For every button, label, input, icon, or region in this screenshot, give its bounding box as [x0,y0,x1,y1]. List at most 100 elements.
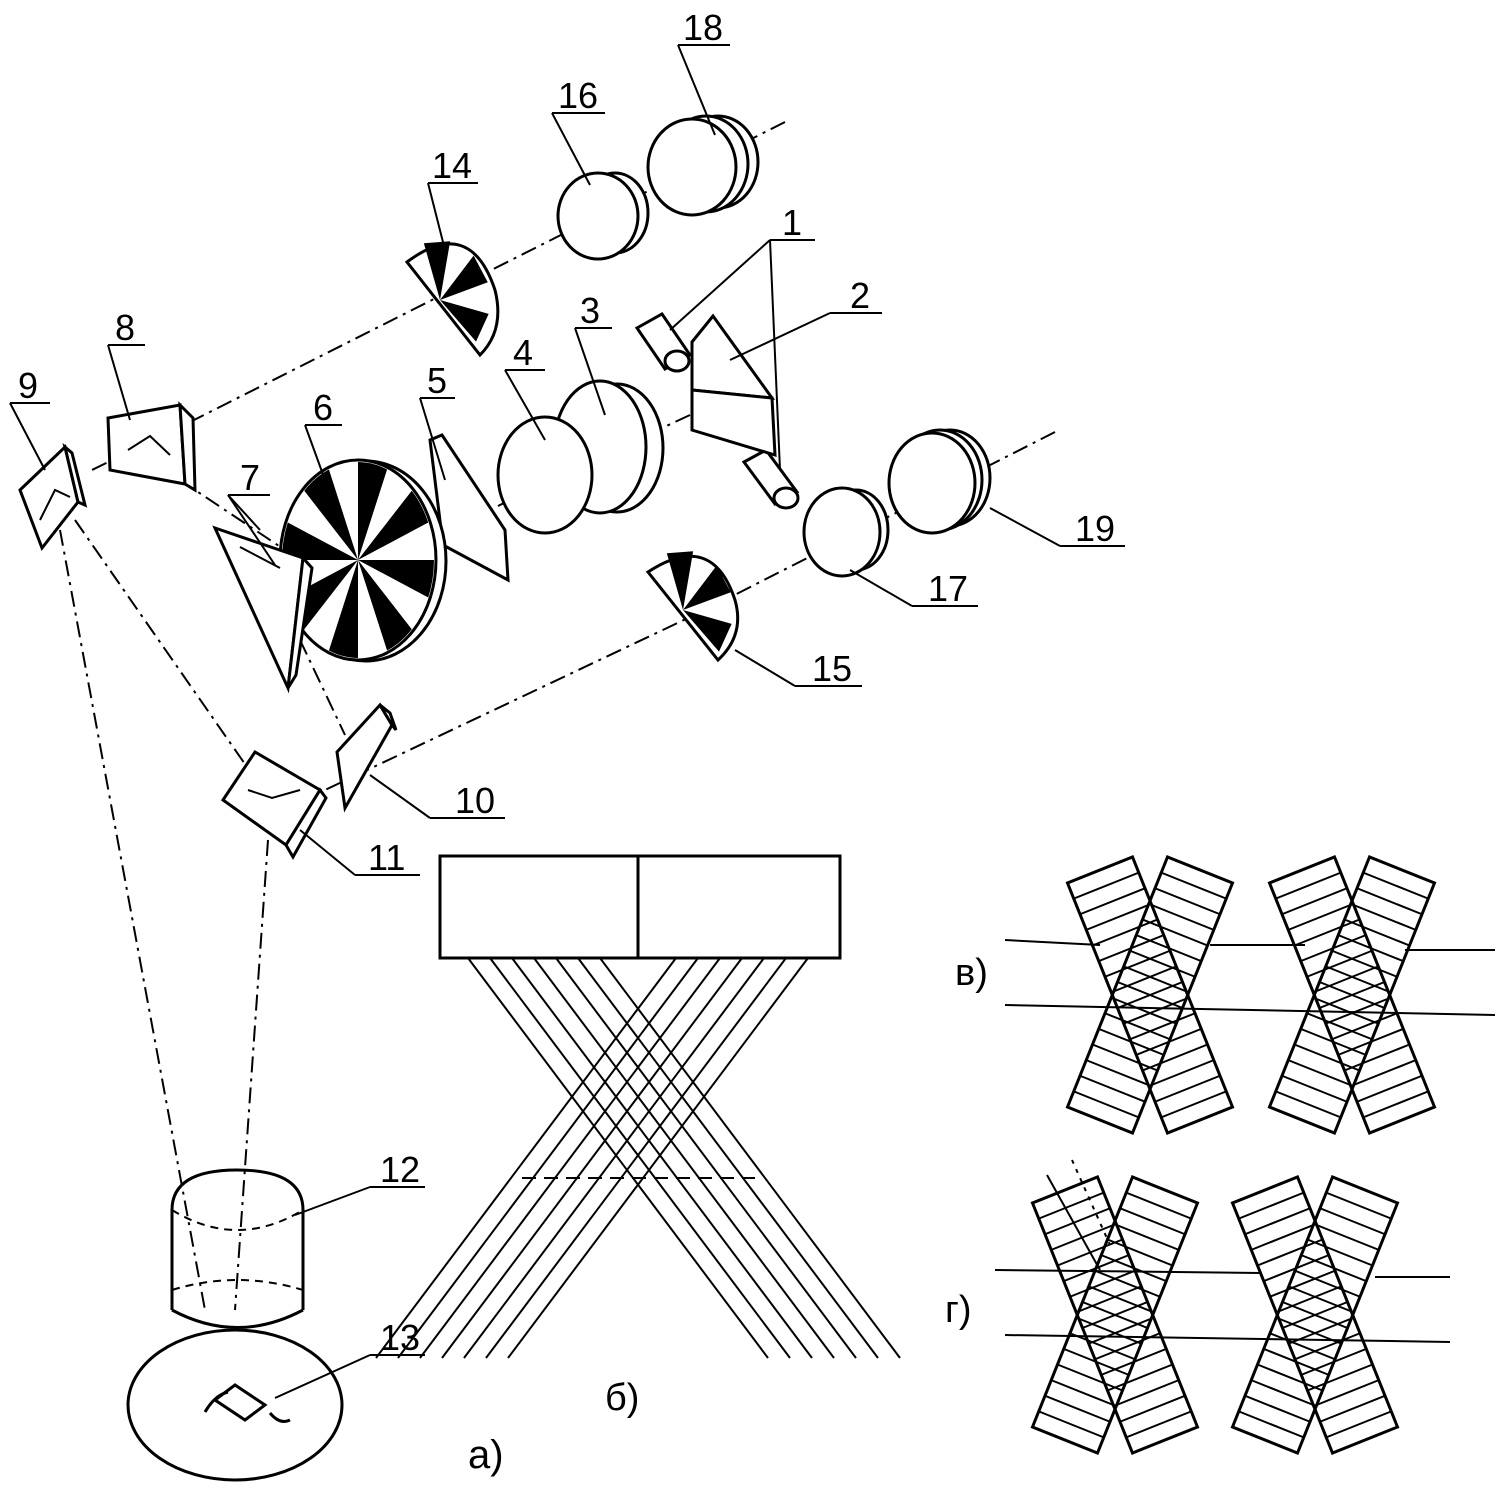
panel-v-pattern [1004,855,1496,1135]
beam-line [485,957,787,1359]
ladder-rung [1294,918,1360,947]
ladder-rung [1142,918,1208,947]
half-disc-sector [440,255,488,300]
ladder-rung [1300,1027,1367,1056]
ladder-rung [1069,1332,1136,1361]
beam-line [441,957,743,1359]
half-disc-sector [666,551,694,610]
label-11: 11 [368,837,405,878]
beam-line [397,957,699,1359]
ladder-strip [1267,855,1437,1135]
half-disc-sector [423,241,451,300]
ladder-strip [1030,1175,1200,1455]
ladder-rung [1344,918,1410,947]
ladder-rung [1288,1285,1355,1314]
mirror-9 [18,442,88,552]
ladder-rung [1319,1394,1386,1423]
ladder-rung [1160,1090,1227,1119]
prism-7 [212,525,314,694]
ladder-rung [1312,996,1379,1025]
label-17: 17 [928,568,968,609]
ladder-rung [1313,1379,1380,1408]
ladder-rung [1117,981,1183,1009]
ladder-rung [1098,1027,1165,1056]
ladder-rung [1325,996,1392,1025]
ladder-rung [1306,1012,1373,1041]
label-15: 15 [812,648,852,689]
beam-line [507,957,809,1359]
laser-source-1-bottom [741,448,800,510]
ladder-rung [1319,981,1385,1009]
mirror-8 [106,401,197,493]
stage-13 [126,1328,344,1482]
ladder-rung [1110,996,1177,1025]
lens-16 [556,171,650,261]
ladder-rung [1275,871,1342,900]
ladder-rung [1148,902,1215,931]
label-1: 1 [782,202,802,243]
ladder-rung [1119,1207,1186,1236]
ladder-rung [1287,1059,1354,1088]
label-16: 16 [558,75,598,116]
ladder-rung [1312,965,1379,994]
ladder-rung [1319,1207,1386,1236]
ladder-rung [1135,934,1202,963]
ladder-rung [1307,1238,1373,1267]
optical-axes [59,121,1056,1311]
ladder-rung [1069,1269,1136,1298]
ladder-rung [1325,965,1392,994]
beam-line [533,957,835,1359]
label-10: 10 [455,780,495,821]
ladder-rung [1075,1285,1142,1314]
ladder-rung [1269,1269,1336,1298]
ladder-rung [1294,1043,1360,1072]
ladder-rung [1325,1410,1392,1439]
panel-labels: а) б) в) г) [468,952,988,1477]
ladder-rung [1362,1090,1429,1119]
lens-4 [496,415,594,535]
detector-19 [887,428,992,535]
ladder-rung [1085,1059,1152,1088]
ladder-rung [1100,1254,1167,1283]
ladder-rung [1275,1090,1342,1119]
ladder-rung [1362,871,1429,900]
ladder-rung [1350,1059,1417,1088]
ladder-rung [1088,1285,1155,1314]
ladder-rung [1119,1394,1186,1423]
ladder-rung [1257,1238,1323,1267]
half-disc-sector [683,565,731,610]
ladder-rung [1257,1363,1323,1392]
ladder-rung [1044,1207,1111,1236]
ladder-rung [1313,1222,1380,1251]
disc-sector [358,462,388,560]
beam-line [419,957,721,1359]
mirror-11 [220,749,328,861]
ladder-rung [1092,1043,1158,1072]
label-13: 13 [380,1317,420,1358]
beam-line [463,957,765,1359]
ladder-rung [1129,949,1196,978]
disc-sector [358,560,412,651]
label-9: 9 [18,365,38,406]
ladder-rung [1050,1222,1117,1251]
ladder-rung [1085,902,1152,931]
half-disc-15 [645,551,740,663]
ladder-rung [1331,1012,1398,1041]
panel-label-b: б) [605,1377,639,1419]
panel-label-g: г) [945,1289,972,1331]
ladder-rung [1038,1410,1105,1439]
ladder-rung [1104,1012,1171,1041]
ladder-rung [1110,965,1177,994]
ladder-rung [1063,1347,1130,1376]
ladder-rung [1079,887,1146,916]
ladder-rung [1263,1347,1330,1376]
ladder-rung [1044,1394,1111,1423]
lens-17 [802,486,890,578]
label-6: 6 [313,387,333,428]
ladder-rung [1038,1191,1105,1220]
ladder-rung [1107,1238,1173,1267]
ladder-rung [1350,902,1417,931]
ladder-rung [1307,1363,1373,1392]
label-8: 8 [115,307,135,348]
beam-line [467,957,769,1359]
